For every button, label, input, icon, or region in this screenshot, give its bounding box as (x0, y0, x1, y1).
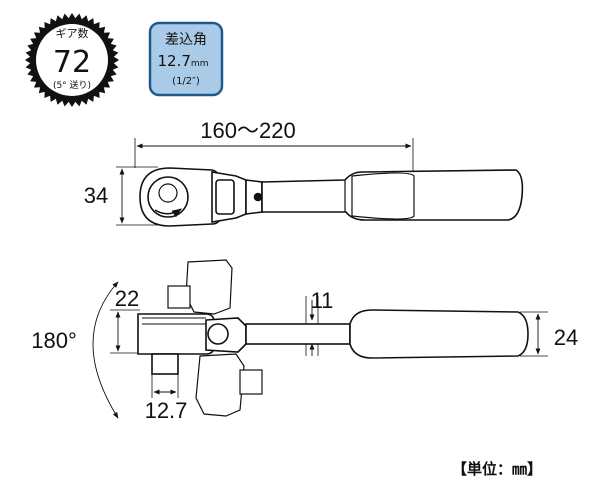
drive-badge-value: 12.7mm (158, 52, 209, 70)
unit-label: 【単位：㎜】 (452, 460, 542, 478)
top-joint-pin (215, 179, 235, 215)
ghost-head-down (195, 353, 245, 417)
top-neck-screw (253, 192, 263, 202)
gear-badge-label: ギア数 (56, 27, 89, 40)
top-grip-sleeve (351, 172, 415, 220)
drive-badge-unit: mm (191, 59, 209, 69)
top-handle-body (261, 169, 524, 221)
grip-diameter-label: 24 (554, 325, 578, 350)
drive-badge-frame (148, 21, 224, 97)
head-height-label: 34 (84, 183, 108, 208)
drive-square (151, 353, 179, 375)
front-grip (349, 309, 529, 359)
bottom-view: 180° 22 11 24 (31, 259, 578, 423)
drive-badge-label: 差込角 (165, 32, 207, 48)
drive-badge-number: 12.7 (158, 52, 191, 70)
shaft-diameter-label: 11 (311, 288, 334, 313)
front-head-body (137, 313, 215, 355)
front-shaft (245, 323, 351, 345)
ghost-head-down-square (239, 369, 263, 395)
drive-size-label: 12.7 (145, 398, 188, 423)
gear-badge-face (36, 24, 108, 96)
top-head-dial-inner (158, 183, 178, 203)
drive-size-badge: 差込角 12.7mm (1/2″) (148, 21, 224, 97)
ghost-head-up (185, 259, 233, 315)
overall-length-label: 160〜220 (200, 118, 295, 143)
front-head-knurl (142, 317, 206, 325)
front-joint-pin (207, 323, 229, 345)
direction-arrow-icon (154, 208, 182, 218)
top-view: 160〜220 34 (84, 118, 524, 227)
gear-badge-note: (5° 送り) (53, 79, 91, 91)
gear-badge-value: 72 (53, 45, 91, 80)
ghost-head-up-square (167, 285, 191, 309)
gear-count-badge: ギア数 72 (5° 送り) (25, 13, 119, 107)
drive-badge-inch: (1/2″) (172, 76, 200, 87)
swivel-arc (92, 281, 119, 419)
head-width-label: 22 (115, 286, 139, 311)
swivel-angle-label: 180° (31, 328, 77, 353)
